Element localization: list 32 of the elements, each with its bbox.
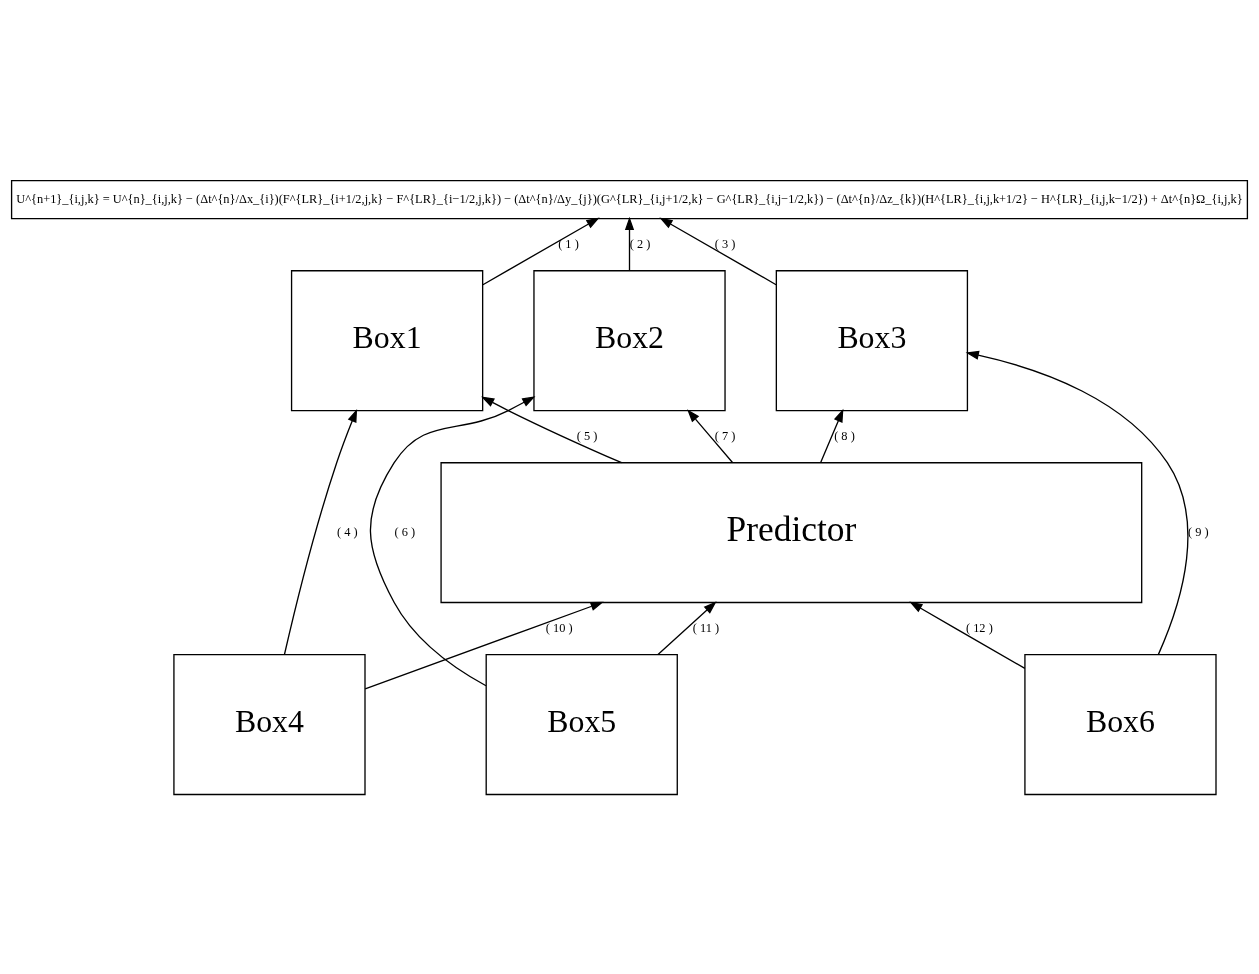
edge-label: ( 7 ) — [714, 428, 736, 443]
edge-label: ( 2 ) — [629, 236, 651, 251]
node-box: Box2 — [533, 269, 726, 411]
arrow — [369, 395, 536, 686]
edge-label: ( 6 ) — [394, 524, 416, 539]
arrow — [482, 217, 600, 285]
edge-label: ( 11 ) — [692, 620, 720, 635]
arrow — [283, 408, 358, 655]
edge-label: ( 5 ) — [576, 428, 598, 443]
node-box: Box1 — [290, 269, 484, 411]
node-box: Box4 — [173, 653, 366, 795]
arrow — [965, 350, 1189, 655]
node-box: U^{n+1}_{i,j,k} = U^{n}_{i,j,k} − (Δt^{n}/Δx_{i})(F^{LR}_{i+1/2,j,k} − F^{LR}_{i−1/2,j,k}) − (Δt^{n}/Δy_{j})(G^{LR}_{i,j+1/2,k} − G^{LR}_{i,j−1/2,k}) − (Δt^{n}/Δz_{k})(H^{LR}_{i,j,k+1/2} − H^{LR}_{i,j,k−1/2}) + Δt^{n}Ω_{i,j,k} — [10, 179, 1249, 219]
edge-label: ( 12 ) — [965, 620, 993, 635]
edge-label: ( 8 ) — [834, 428, 855, 443]
arrow — [659, 217, 777, 285]
node-box: Predictor — [440, 461, 1143, 603]
arrow — [909, 601, 1026, 669]
edge-label: ( 9 ) — [1188, 524, 1209, 539]
edge-label: ( 3 ) — [714, 236, 736, 251]
arrow — [820, 408, 844, 463]
edge-label: ( 4 ) — [337, 524, 358, 539]
node-box: Box5 — [485, 653, 678, 795]
arrow — [364, 601, 604, 689]
arrow — [687, 408, 734, 463]
edge-label: ( 1 ) — [558, 236, 579, 251]
arrow — [657, 600, 717, 655]
edge-label: ( 10 ) — [545, 620, 573, 635]
node-box: Box6 — [1024, 653, 1217, 795]
arrow — [624, 216, 635, 271]
arrow — [481, 395, 623, 463]
node-box: Box3 — [775, 269, 969, 411]
